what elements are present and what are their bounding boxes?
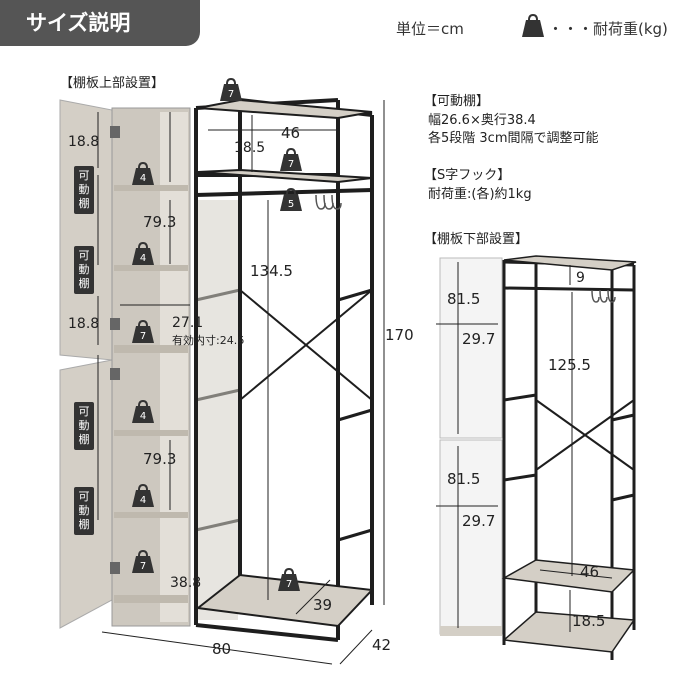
right-dim-top-gap: 9 (576, 270, 585, 286)
s-hook-heading: 【S字フック】 (424, 168, 511, 183)
right-dim-upper-door: 81.5 (447, 290, 481, 308)
weight-value: 4 (140, 411, 146, 422)
weight-value: 7 (228, 89, 234, 100)
weight-icon: 4 (130, 240, 156, 266)
weight-value: 4 (140, 173, 146, 184)
lower-setup-label: 【棚板下部設置】 (424, 232, 529, 247)
cross-brace (239, 289, 373, 401)
dim-shelf-span-lower: 79.3 (143, 450, 177, 468)
right-dim-lower-width: 29.7 (462, 512, 496, 530)
hinge (110, 368, 120, 380)
right-dim-bottom-gap: 18.5 (572, 612, 606, 630)
weight-icon: 7 (130, 548, 156, 574)
hinge (110, 126, 120, 138)
weight-icon: 7 (278, 146, 304, 172)
weight-icon: 4 (130, 160, 156, 186)
weight-icon: 7 (218, 76, 244, 102)
weight-value: 7 (140, 331, 146, 342)
right-bottom-shelf (502, 611, 636, 653)
dim-hang-height: 134.5 (250, 262, 293, 280)
weight-value: 4 (140, 495, 146, 506)
right-rack-frame (502, 260, 636, 660)
right-dim-hang-height: 125.5 (548, 356, 591, 374)
upper-setup-label: 【棚板上部設置】 (60, 76, 165, 91)
dim-inner-width-note: 有効内寸:24.6 (172, 334, 245, 347)
rack-top-panel (197, 98, 373, 120)
weight-value: 5 (288, 199, 294, 210)
dim-base: 38.8 (170, 575, 202, 591)
cabinet-shelf (114, 512, 188, 518)
right-dim-lines (436, 262, 613, 632)
movable-shelf-tag: 可動棚 (74, 402, 94, 450)
dim-shelf-span: 79.3 (143, 213, 177, 231)
s-hooks (315, 194, 342, 210)
page-title-badge: サイズ説明 (0, 0, 200, 46)
weight-value: 7 (140, 561, 146, 572)
movable-shelf-tag: 可動棚 (74, 166, 94, 214)
dim-bottom-depth: 39 (313, 596, 333, 614)
movable-shelf-heading: 【可動棚】 (424, 94, 490, 109)
rack-top-shelf (197, 168, 373, 184)
right-dim-bottom-width: 46 (580, 563, 600, 581)
dim-total-height: 170 (385, 326, 414, 344)
movable-shelf-tag: 可動棚 (74, 246, 94, 294)
cabinet-shelf (114, 345, 188, 353)
weight-icon: 7 (130, 318, 156, 344)
cabinet-shelf (114, 595, 188, 603)
rack-bottom-shelf (195, 573, 375, 628)
cabinet-side (160, 112, 188, 622)
weight-value: 7 (288, 159, 294, 170)
weight-icon: 4 (130, 398, 156, 424)
weight-icon: 4 (130, 482, 156, 508)
dim-top-gap: 18.8 (68, 134, 100, 150)
dim-top-shelf-gap: 18.5 (234, 140, 266, 156)
movable-shelf-size: 幅26.6×奥行38.4 (428, 113, 536, 128)
hinge (110, 562, 120, 574)
dim-top-width: 46 (281, 124, 301, 142)
cabinet-base (440, 626, 502, 636)
weight-value: 4 (140, 253, 146, 264)
cabinet-shelf (114, 185, 188, 191)
dim-total-width: 80 (212, 640, 232, 658)
movable-shelf-tag-text: 可動棚 (78, 169, 90, 210)
right-dim-upper-width: 29.7 (462, 330, 496, 348)
right-dim-lower-door: 81.5 (447, 470, 481, 488)
unit-label: 単位＝cm (396, 20, 464, 38)
lower-cabinet (439, 439, 503, 635)
movable-shelf-tag-text: 可動棚 (78, 249, 90, 290)
left-dim-lines (97, 100, 385, 665)
upper-cabinet (439, 257, 503, 439)
cabinet-shelf (114, 265, 188, 271)
dim-inner-width: 27.1 (172, 315, 204, 331)
weight-legend-label: ・・・耐荷重(kg) (548, 20, 668, 38)
right-s-hooks (591, 289, 616, 303)
movable-shelf-tag: 可動棚 (74, 487, 94, 535)
weight-legend-icon (520, 12, 546, 38)
movable-shelf-adjust: 各5段階 3cm間隔で調整可能 (428, 131, 599, 146)
movable-shelf-tag-text: 可動棚 (78, 490, 90, 531)
right-top-panel (503, 255, 637, 271)
cabinet-shelf (114, 430, 188, 436)
right-mid-shelf (501, 559, 636, 593)
movable-shelf-tag-text: 可動棚 (78, 405, 90, 446)
dim-depth: 42 (372, 636, 392, 654)
page-title: サイズ説明 (26, 11, 131, 35)
rack-side-panel (198, 200, 238, 620)
hinge (110, 318, 120, 330)
dim-mid-gap: 18.8 (68, 316, 100, 332)
weight-icon: 5 (278, 186, 304, 212)
weight-icon: 7 (276, 566, 302, 592)
weight-value: 7 (286, 579, 292, 590)
s-hook-load: 耐荷重:(各)約1kg (428, 187, 532, 202)
